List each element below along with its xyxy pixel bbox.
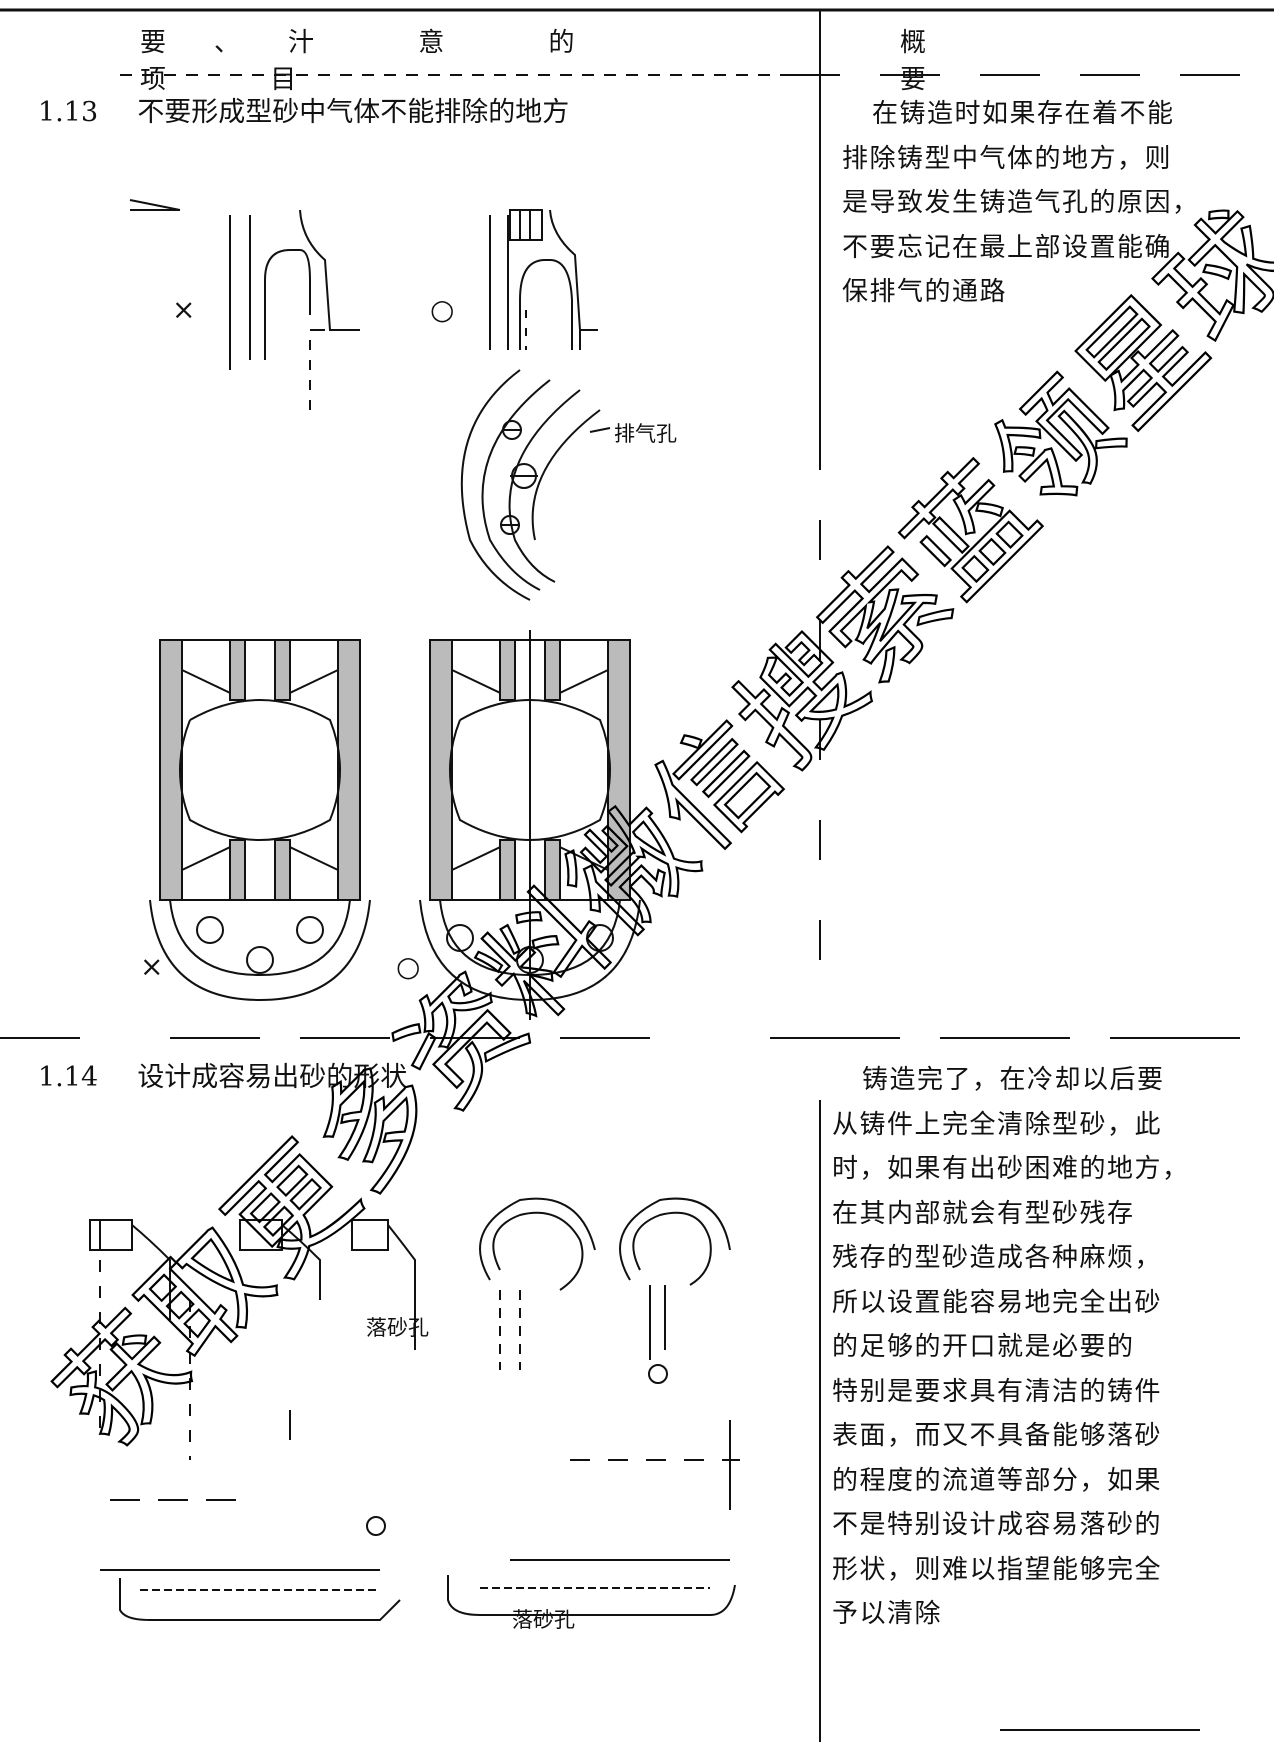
section-1-14-title-row: 1.14 设计成容易出砂的形状 xyxy=(38,1055,407,1094)
section-1-14-summary: 铸造完了，在冷却以后要 从铸件上完全清除型砂，此 时，如果有出砂困难的地方， 在… xyxy=(832,1058,1190,1637)
good-mark-wheel: ○ xyxy=(396,950,421,983)
section-title: 设计成容易出砂的形状 xyxy=(137,1062,408,1093)
summary-line: 不是特别设计成容易落砂的 xyxy=(832,1510,1163,1540)
drop-hole-label-left: 落砂孔 xyxy=(366,1316,429,1340)
bad-mark-wheel: × xyxy=(140,950,164,983)
summary-line: 的足够的开口就是必要的 xyxy=(832,1332,1135,1362)
summary-line: 特别是要求具有清洁的铸件 xyxy=(832,1376,1163,1407)
summary-line: 排除铸型中气体的地方，则 xyxy=(842,143,1173,174)
section-1-13-summary: 在铸造时如果存在着不能 排除铸型中气体的地方，则 是导致发生铸造气孔的原因， 不… xyxy=(842,92,1200,315)
section-1-13-title-row: 1.13 不要形成型砂中气体不能排除的地方 xyxy=(38,90,569,129)
summary-line: 表面，而又不具备能够落砂 xyxy=(832,1421,1163,1451)
summary-line: 在铸造时如果存在着不能 xyxy=(872,99,1175,129)
summary-line: 在其内部就会有型砂残存 xyxy=(832,1198,1135,1229)
summary-line: 所以设置能容易地完全出砂 xyxy=(832,1287,1163,1318)
summary-line: 从铸件上完全清除型砂，此 xyxy=(832,1109,1163,1140)
figure-wheel-bad xyxy=(149,639,371,1002)
summary-line: 不要忘记在最上部设置能确 xyxy=(842,232,1173,263)
summary-line: 形状，则难以指望能够完全 xyxy=(832,1554,1163,1585)
vent-hole-label: 排气孔 xyxy=(614,422,677,446)
summary-line: 的程度的流道等部分，如果 xyxy=(832,1465,1163,1496)
figure-sand-drop-left xyxy=(89,1219,416,1621)
section-number: 1.14 xyxy=(38,1062,99,1093)
good-mark: ○ xyxy=(430,293,455,326)
summary-line: 予以清除 xyxy=(832,1599,943,1629)
summary-line: 残存的型砂造成各种麻烦， xyxy=(832,1243,1163,1273)
section-title: 不要形成型砂中气体不能排除的地方 xyxy=(137,97,570,128)
figure-vent-arc xyxy=(460,369,611,601)
summary-line: 保排气的通路 xyxy=(842,277,1008,307)
column-header-summary: 概 要 xyxy=(900,28,1067,95)
summary-line: 时，如果有出砂困难的地方， xyxy=(832,1154,1190,1184)
summary-line: 铸造完了，在冷却以后要 xyxy=(862,1065,1165,1095)
bad-mark: × xyxy=(172,293,196,326)
column-header-items: 要、汁 意 的 项 目 xyxy=(140,28,623,95)
drop-hole-label-right: 落砂孔 xyxy=(512,1608,575,1632)
summary-line: 是导致发生铸造气孔的原因， xyxy=(842,188,1200,218)
figure-pipe-section-bad xyxy=(129,199,360,410)
figure-sand-drop-right xyxy=(447,1197,740,1616)
section-number: 1.13 xyxy=(38,97,99,128)
figure-wheel-good xyxy=(419,630,641,1020)
figure-pipe-section-good xyxy=(489,209,598,350)
